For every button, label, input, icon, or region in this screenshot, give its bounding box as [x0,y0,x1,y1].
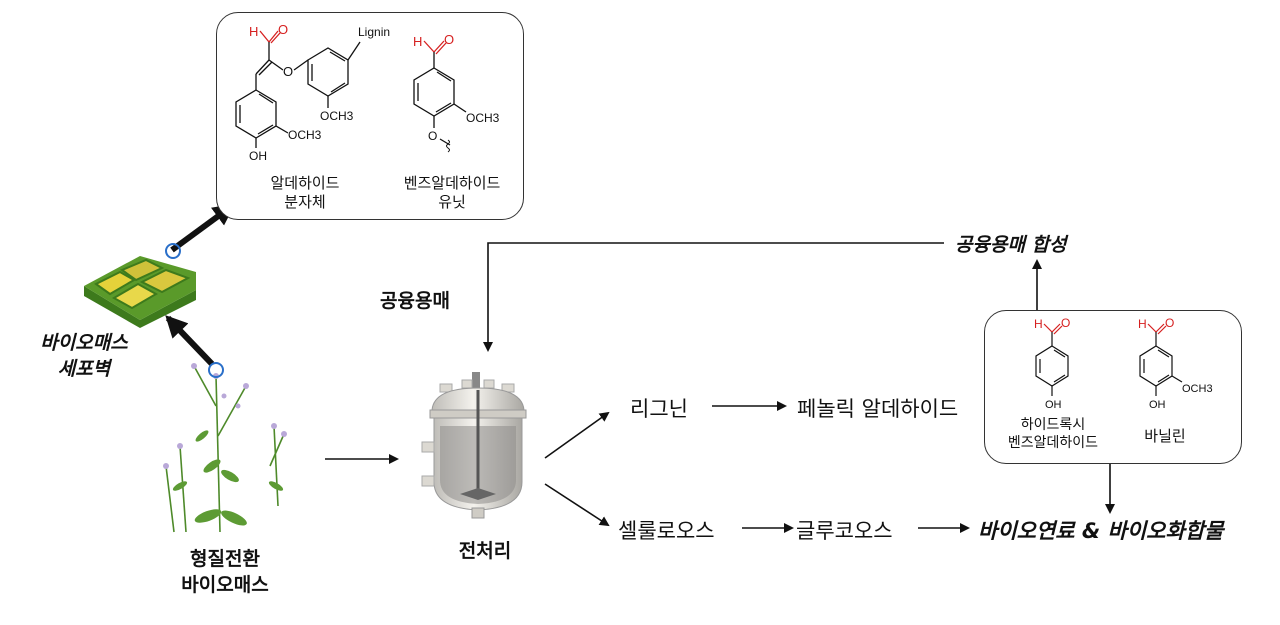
monomer-methoxy-1: OCH3 [320,109,354,123]
glucose-label: 글루코오스 [796,519,893,543]
cell-wall-label: 바이오매스 세포벽 [40,332,128,380]
hba-atom-o: O [1061,316,1070,330]
phenolic-aldehyde-label: 페놀릭 알데하이드 [797,397,959,421]
unit-ether-o: O [428,129,437,143]
hba-hydroxy: OH [1045,399,1062,411]
pretreatment-label: 전처리 [458,540,512,562]
van-atom-h: H [1138,317,1147,331]
cell-wall-block [84,256,196,328]
arrow-plant-to-cellwall [165,315,215,367]
monomer-lignin: Lignin [358,25,390,39]
transgenic-plant-illustration [163,362,287,533]
phenolic-aldehyde-box [984,310,1242,464]
lignin-structure-drawing: H O O Lignin OCH3 OCH3 OH H O OCH3 O [235,22,500,163]
transgenic-biomass-label: 형질전환 바이오매스 [181,548,269,596]
unit-atom-o: O [444,32,454,47]
monomer-hydroxy: OH [249,149,267,163]
monomer-atom-h: H [249,24,258,39]
monomer-methoxy-2: OCH3 [288,128,322,142]
deep-eutectic-solvent-label: 공융용매 [380,290,450,312]
cell-wall-illustration [84,243,196,328]
lignin-structure-box [216,12,524,220]
hydroxybenzaldehyde-label: 하이드록시 벤즈알데하이드 [1007,417,1099,451]
unit-methoxy: OCH3 [466,111,500,125]
van-hydroxy: OH [1149,399,1166,411]
lignin-label: 리그닌 [630,397,688,421]
hba-atom-h: H [1034,317,1043,331]
arrow-reactor-to-cellulose [544,483,610,527]
pretreatment-reactor [421,372,527,519]
cell-wall-marker [165,243,181,259]
plant-marker [208,362,224,378]
arrow-reactor-to-lignin [544,411,610,459]
phenolic-aldehyde-drawing: H O OH H O OCH3 OH [1034,316,1213,411]
monomer-ether-o: O [283,64,293,79]
products-label: 바이오연료 & 바이오화합물 [978,519,1224,543]
aldehyde-monomer-label: 알데하이드 분자체 [270,174,340,211]
cellulose-label: 셀룰로오스 [618,519,715,543]
benzaldehyde-unit-label: 벤즈알데하이드 유닛 [403,174,501,211]
van-atom-o: O [1165,316,1174,330]
arrow-des-loop [483,242,944,352]
des-synthesis-label: 공융용매 합성 [955,234,1067,256]
vanillin-label: 바닐린 [1144,427,1186,445]
unit-atom-h: H [413,34,422,49]
monomer-atom-o: O [278,22,288,37]
van-methoxy: OCH3 [1182,383,1213,395]
